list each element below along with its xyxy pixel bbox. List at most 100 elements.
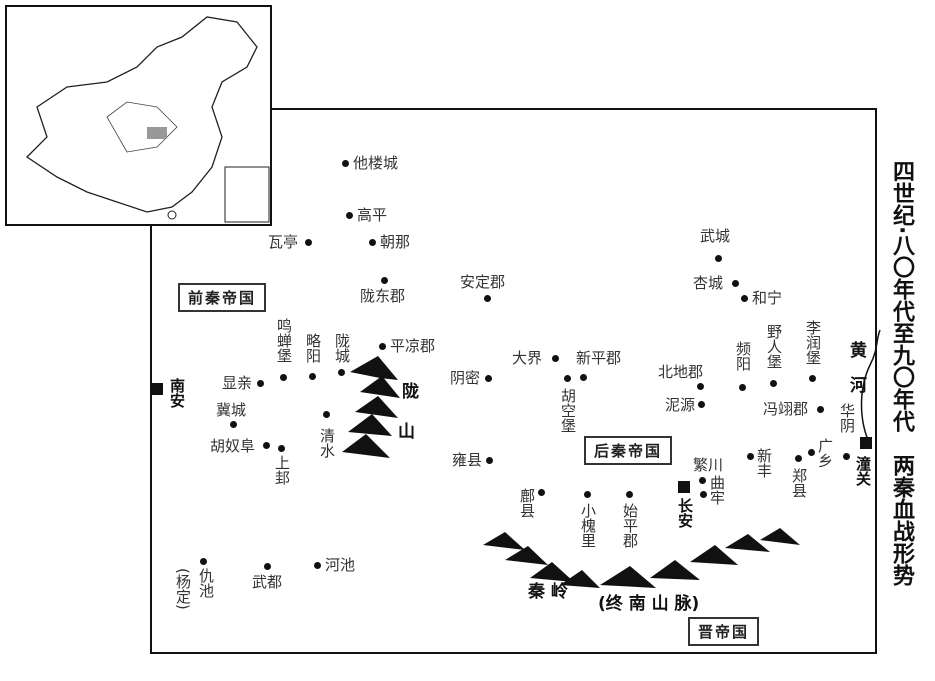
place-dot	[699, 477, 706, 484]
place-dot	[264, 563, 271, 570]
longshan-label: 陇	[402, 382, 419, 402]
capital-label: 潼关	[854, 456, 872, 486]
place-label: 李润堡	[804, 320, 822, 365]
place-label: 胡空堡	[559, 388, 577, 433]
place-label: 陇东郡	[360, 287, 406, 305]
place-dot	[263, 442, 270, 449]
place-dot	[741, 295, 748, 302]
place-label: 安定郡	[460, 273, 506, 291]
longshan-label: 山	[398, 422, 415, 442]
place-dot	[770, 380, 777, 387]
place-label: 大界	[512, 349, 543, 367]
place-label: 朝那	[380, 233, 411, 251]
highlight-region	[147, 127, 167, 139]
place-dot	[626, 491, 633, 498]
place-dot	[484, 295, 491, 302]
china-outline	[25, 16, 270, 223]
place-label: 新丰	[755, 448, 773, 478]
place-label: 胡奴阜	[210, 437, 256, 455]
state-jin: 晋帝国	[688, 617, 760, 646]
place-label: 杏城	[693, 274, 724, 292]
place-dot	[697, 383, 704, 390]
place-dot	[564, 375, 571, 382]
place-label: 始平郡	[621, 503, 639, 548]
place-dot	[795, 455, 802, 462]
capital-marker-icon	[860, 437, 872, 449]
longshan-mountains-icon	[342, 356, 400, 458]
place-dot	[739, 384, 746, 391]
place-label: (杨定)	[174, 568, 192, 610]
place-label: 武都	[252, 573, 283, 591]
place-dot	[323, 411, 330, 418]
place-label: 繁川	[693, 456, 724, 474]
place-dot	[747, 453, 754, 460]
place-dot	[278, 445, 285, 452]
place-label: 显亲	[222, 374, 253, 392]
qinling-mountains-icon	[483, 528, 800, 588]
place-label: 野人堡	[765, 324, 783, 369]
place-dot	[584, 491, 591, 498]
place-label: 鄜县	[518, 488, 536, 518]
place-label: 河池	[325, 556, 356, 574]
map-frame	[150, 108, 877, 654]
place-label: 和宁	[752, 289, 783, 307]
place-dot	[698, 401, 705, 408]
capital-marker-icon	[151, 383, 163, 395]
place-label: 他楼城	[353, 154, 399, 172]
place-dot	[817, 406, 824, 413]
place-label: 北地郡	[658, 363, 704, 381]
place-dot	[381, 277, 388, 284]
place-dot	[732, 280, 739, 287]
place-label: 雍县	[452, 451, 483, 469]
place-dot	[700, 491, 707, 498]
place-label: 冀城	[216, 401, 247, 419]
capital-label: 南安	[168, 378, 186, 408]
yellow-river-label: 黄	[850, 341, 867, 361]
place-dot	[342, 160, 349, 167]
qinling-label: 秦 岭	[528, 582, 568, 602]
place-label: 武城	[700, 227, 731, 245]
zhongnan-label: (终 南 山 脉)	[598, 594, 700, 614]
state-later-qin: 后秦帝国	[584, 436, 673, 465]
place-label: 略阳	[304, 333, 322, 363]
place-dot	[230, 421, 237, 428]
place-label: 小槐里	[579, 503, 597, 548]
place-dot	[314, 562, 321, 569]
place-dot	[309, 373, 316, 380]
place-label: 陇城	[333, 333, 351, 363]
place-label: 曲牢	[708, 475, 726, 505]
place-label: 郑县	[790, 468, 808, 498]
place-label: 冯翊郡	[763, 400, 809, 418]
place-dot	[580, 374, 587, 381]
place-dot	[305, 239, 312, 246]
place-label: 阴密	[450, 369, 481, 387]
place-dot	[257, 380, 264, 387]
yellow-river	[860, 329, 881, 441]
china-locator-inset	[5, 5, 272, 226]
place-dot	[280, 374, 287, 381]
place-label: 清水	[318, 428, 336, 458]
place-label: 华阴	[838, 403, 856, 433]
place-label: 广乡	[816, 438, 834, 468]
place-dot	[346, 212, 353, 219]
place-dot	[200, 558, 207, 565]
place-label: 瓦亭	[268, 233, 299, 251]
place-label: 鸣蝉堡	[275, 318, 293, 363]
place-dot	[809, 375, 816, 382]
yellow-river-label: 河	[850, 376, 867, 396]
place-dot	[538, 489, 545, 496]
place-label: 新平郡	[576, 349, 622, 367]
state-former-qin: 前秦帝国	[178, 283, 267, 312]
place-label: 平凉郡	[390, 337, 436, 355]
place-label: 上邽	[273, 455, 291, 485]
place-dot	[486, 457, 493, 464]
place-dot	[338, 369, 345, 376]
place-dot	[552, 355, 559, 362]
map-title: 四世纪·八〇年代至九〇年代 两秦血战形势	[889, 160, 914, 587]
place-dot	[485, 375, 492, 382]
capital-marker-icon	[678, 481, 690, 493]
place-label: 高平	[357, 206, 388, 224]
place-dot	[379, 343, 386, 350]
place-dot	[369, 239, 376, 246]
